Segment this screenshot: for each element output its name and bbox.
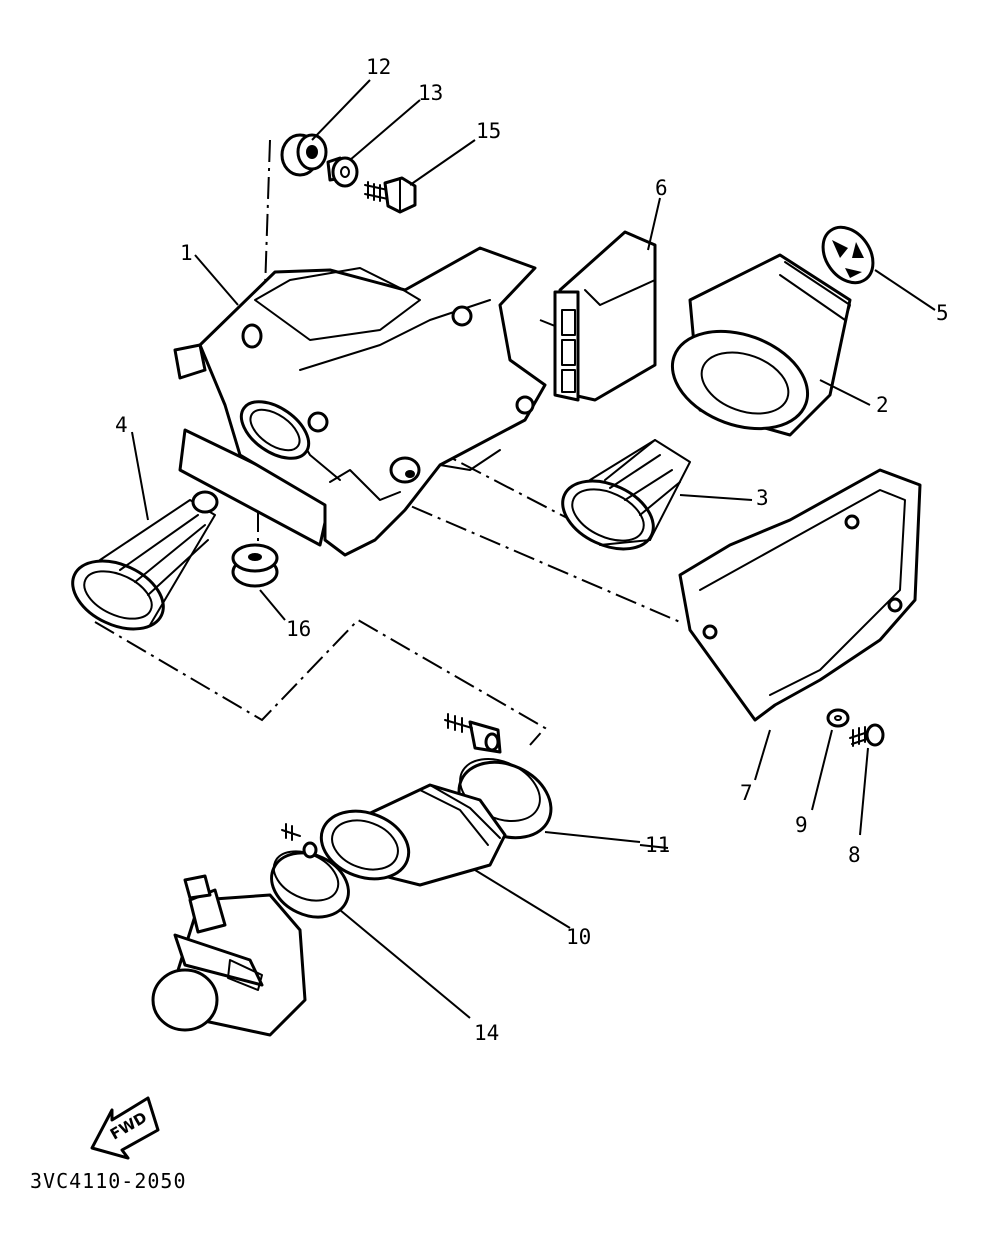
- guide-6: [553, 230, 657, 402]
- callout-13: 13: [418, 81, 443, 105]
- filter-cover-7: [678, 468, 922, 722]
- callout-2: 2: [876, 393, 889, 417]
- callout-10: 10: [566, 925, 591, 949]
- callout-5: 5: [936, 301, 949, 325]
- bolt-15: [364, 176, 417, 214]
- callout-4: 4: [115, 413, 128, 437]
- callout-14: 14: [474, 1021, 499, 1045]
- callout-3: 3: [756, 486, 769, 510]
- grommet-12: [280, 133, 328, 177]
- leader-lines: [131, 79, 936, 1019]
- screw-8: [849, 723, 885, 747]
- callout-16: 16: [286, 617, 311, 641]
- element-frame-3: [561, 439, 691, 551]
- washer-9: [826, 708, 850, 728]
- filter-cap-5: [821, 225, 875, 285]
- fwd-arrow-icon: FWD: [90, 1096, 160, 1160]
- callout-8: 8: [848, 843, 861, 867]
- grommet-16: [231, 543, 279, 588]
- drawing-code: 3VC4110-2050: [30, 1169, 187, 1193]
- collar-13: [326, 156, 359, 188]
- callout-6: 6: [655, 176, 668, 200]
- callout-15: 15: [476, 119, 501, 143]
- carburetor: [151, 874, 307, 1037]
- callout-9: 9: [795, 813, 808, 837]
- joint-10: [319, 783, 507, 887]
- filter-element-2: [670, 253, 852, 437]
- air-filter-case: [173, 246, 547, 557]
- clamp-14: [270, 823, 350, 919]
- callout-1: 1: [180, 241, 193, 265]
- callout-11: 11: [645, 833, 670, 857]
- callout-labels: 12 13 15 1 6 5 2 3 4 16 7 9 8 11 10 14: [115, 55, 949, 1045]
- element-frame-4: [71, 490, 219, 631]
- callout-7: 7: [740, 781, 753, 805]
- callout-12: 12: [366, 55, 391, 79]
